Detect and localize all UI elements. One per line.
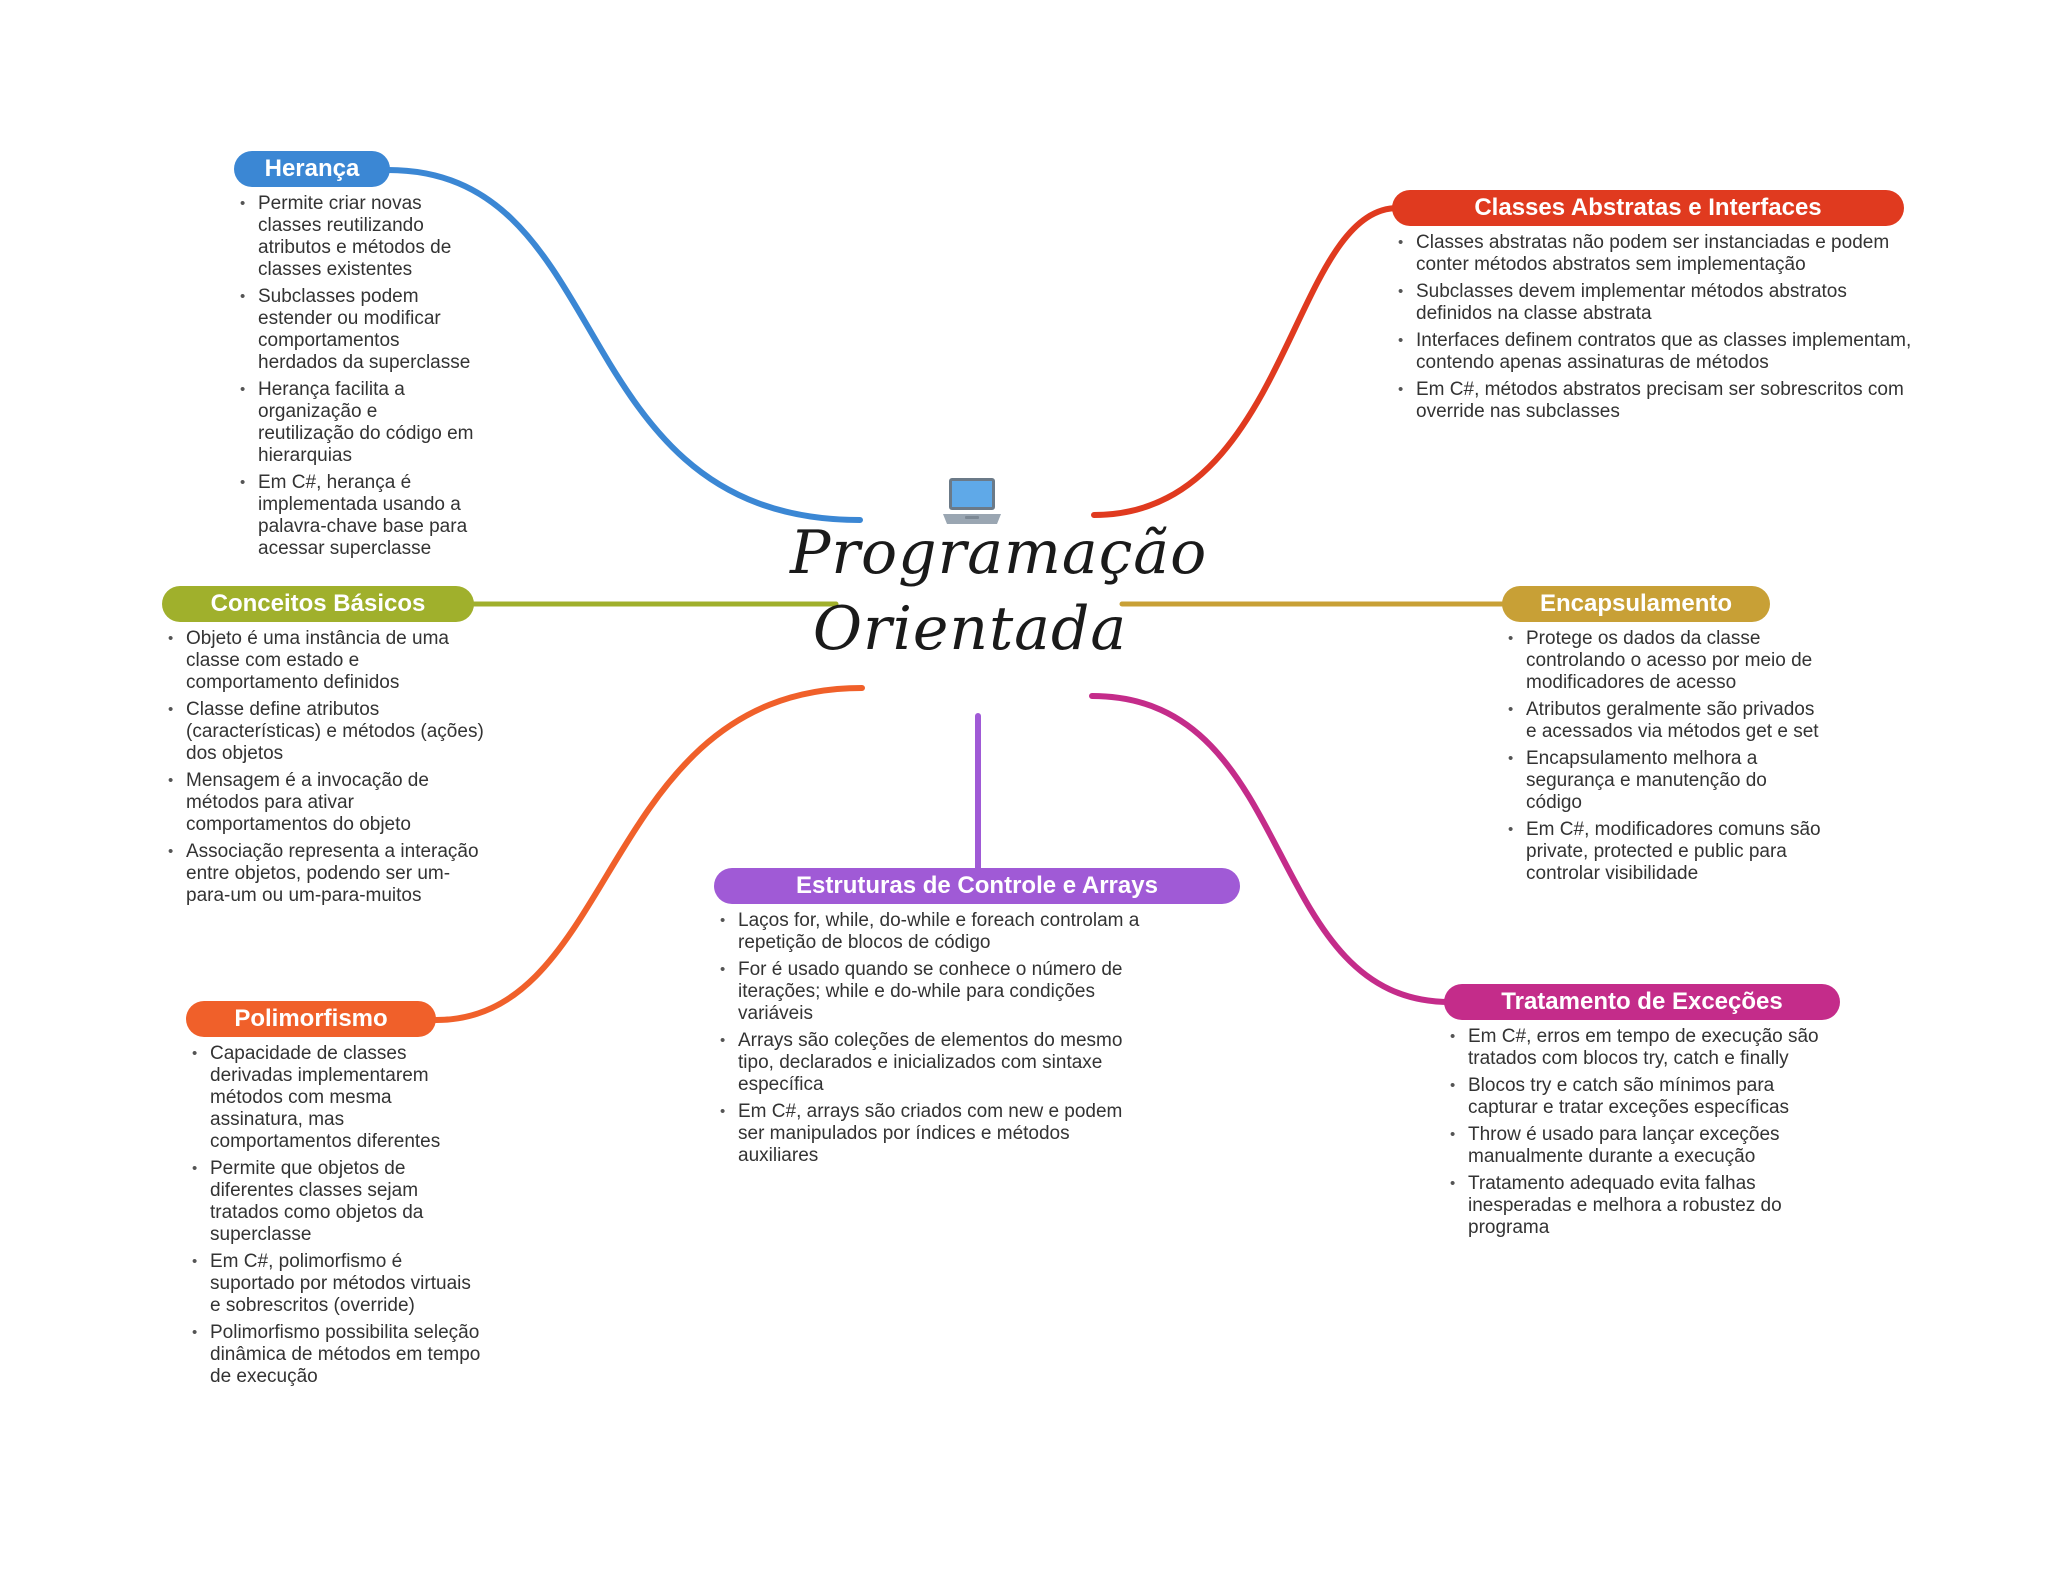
branch-conceitos-label[interactable]: Conceitos Básicos [162, 586, 474, 622]
list-item: Classe define atributos (características… [162, 699, 492, 765]
branch-excecoes-items: Em C#, erros em tempo de execução são tr… [1444, 1026, 1844, 1239]
list-item: Subclasses devem implementar métodos abs… [1392, 281, 1912, 325]
list-item: Atributos geralmente são privados e aces… [1502, 699, 1822, 743]
central-topic-title: Programação Orientada [790, 515, 1208, 667]
branch-heranca: Herança Permite criar novas classes reut… [234, 151, 474, 565]
branch-encapsulamento-label[interactable]: Encapsulamento [1502, 586, 1770, 622]
list-item: Associação representa a interação entre … [162, 841, 492, 907]
branch-polimorfismo: Polimorfismo Capacidade de classes deriv… [186, 1001, 486, 1393]
branch-polimorfismo-label[interactable]: Polimorfismo [186, 1001, 436, 1037]
list-item: Em C#, herança é implementada usando a p… [234, 472, 474, 560]
list-item: Subclasses podem estender ou modificar c… [234, 286, 474, 374]
list-item: Polimorfismo possibilita seleção dinâmic… [186, 1322, 486, 1388]
connector-classes-abstratas [1091, 205, 1401, 518]
list-item: Classes abstratas não podem ser instanci… [1392, 232, 1912, 276]
list-item: Em C#, erros em tempo de execução são tr… [1444, 1026, 1844, 1070]
list-item: Interfaces definem contratos que as clas… [1392, 330, 1912, 374]
list-item: Protege os dados da classe controlando o… [1502, 628, 1822, 694]
list-item: Throw é usado para lançar exceções manua… [1444, 1124, 1844, 1168]
branch-classes-abstratas: Classes Abstratas e Interfaces Classes a… [1392, 190, 1912, 428]
list-item: Permite criar novas classes reutilizando… [234, 193, 474, 281]
list-item: Mensagem é a invocação de métodos para a… [162, 770, 492, 836]
branch-heranca-items: Permite criar novas classes reutilizando… [234, 193, 474, 560]
connector-excecoes [1089, 693, 1453, 1005]
branch-encapsulamento: Encapsulamento Protege os dados da class… [1502, 586, 1822, 890]
list-item: Em C#, polimorfismo é suportado por méto… [186, 1251, 486, 1317]
branch-conceitos: Conceitos Básicos Objeto é uma instância… [162, 586, 492, 912]
branch-conceitos-items: Objeto é uma instância de uma classe com… [162, 628, 492, 907]
list-item: Capacidade de classes derivadas implemen… [186, 1043, 486, 1153]
list-item: Em C#, arrays são criados com new e pode… [714, 1101, 1154, 1167]
branch-estruturas-items: Laços for, while, do-while e foreach con… [714, 910, 1154, 1167]
list-item: Em C#, métodos abstratos precisam ser so… [1392, 379, 1912, 423]
list-item: Laços for, while, do-while e foreach con… [714, 910, 1154, 954]
title-line-2: Orientada [812, 594, 1128, 664]
list-item: Herança facilita a organização e reutili… [234, 379, 474, 467]
branch-encapsulamento-items: Protege os dados da classe controlando o… [1502, 628, 1822, 885]
list-item: Arrays são coleções de elementos do mesm… [714, 1030, 1154, 1096]
list-item: For é usado quando se conhece o número d… [714, 959, 1154, 1025]
branch-classes-abstratas-items: Classes abstratas não podem ser instanci… [1392, 232, 1912, 423]
laptop-icon [943, 478, 1001, 524]
list-item: Blocos try e catch são mínimos para capt… [1444, 1075, 1844, 1119]
list-item: Em C#, modificadores comuns são private,… [1502, 819, 1822, 885]
connector-heranca [385, 167, 863, 523]
connector-polimorfismo [433, 685, 865, 1023]
title-line-1: Programação [790, 518, 1208, 588]
branch-excecoes-label[interactable]: Tratamento de Exceções [1444, 984, 1840, 1020]
branch-polimorfismo-items: Capacidade de classes derivadas implemen… [186, 1043, 486, 1388]
list-item: Tratamento adequado evita falhas inesper… [1444, 1173, 1844, 1239]
list-item: Objeto é uma instância de uma classe com… [162, 628, 492, 694]
branch-classes-abstratas-label[interactable]: Classes Abstratas e Interfaces [1392, 190, 1904, 226]
branch-excecoes: Tratamento de Exceções Em C#, erros em t… [1444, 984, 1844, 1244]
list-item: Encapsulamento melhora a segurança e man… [1502, 748, 1822, 814]
branch-estruturas: Estruturas de Controle e Arrays Laços fo… [714, 868, 1240, 1172]
branch-estruturas-label[interactable]: Estruturas de Controle e Arrays [714, 868, 1240, 904]
branch-heranca-label[interactable]: Herança [234, 151, 390, 187]
list-item: Permite que objetos de diferentes classe… [186, 1158, 486, 1246]
